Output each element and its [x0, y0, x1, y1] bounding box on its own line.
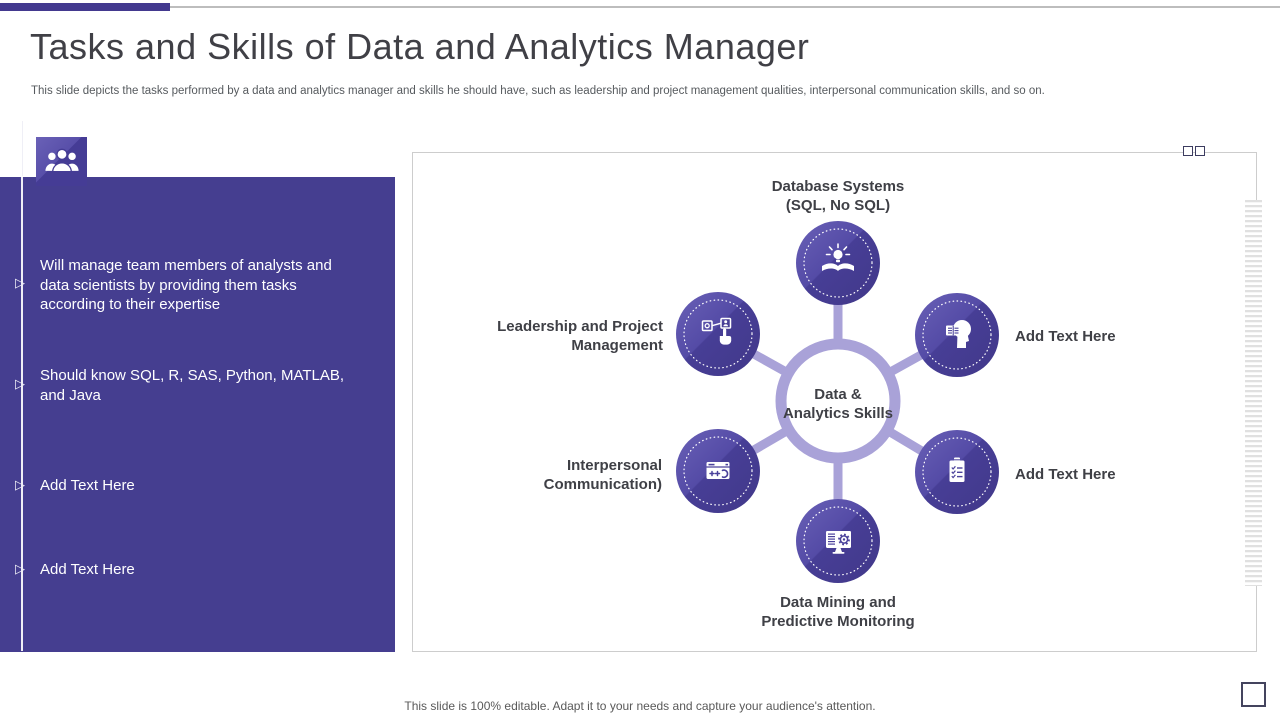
- head-book-icon: [946, 320, 971, 348]
- bullet-arrow-icon: ▷: [15, 376, 25, 391]
- decor-square-1: [1183, 146, 1193, 156]
- page-title: Tasks and Skills of Data and Analytics M…: [30, 26, 810, 67]
- clipboard-check-icon: [949, 457, 965, 482]
- page-subtitle: This slide depicts the tasks performed b…: [31, 85, 1045, 97]
- list-item[interactable]: Will manage team members of analysts and…: [40, 257, 332, 313]
- label-add-text-2[interactable]: Add Text Here: [1015, 466, 1116, 483]
- team-icon: [44, 148, 79, 172]
- node-add-text-1[interactable]: [915, 293, 999, 377]
- label-add-text-1[interactable]: Add Text Here: [1015, 328, 1116, 345]
- idea-book-icon: [822, 243, 854, 271]
- list-item[interactable]: Add Text Here: [40, 561, 135, 578]
- node-leadership[interactable]: [676, 292, 760, 376]
- panel-icon-tile: [36, 137, 87, 186]
- label-data-mining[interactable]: Data Mining and Predictive Monitoring: [761, 594, 915, 630]
- footer-note: This slide is 100% editable. Adapt it to…: [404, 699, 876, 713]
- top-accent-bar: [0, 3, 170, 11]
- node-database-systems[interactable]: [796, 221, 880, 305]
- hub-label: Data & Analytics Skills: [782, 386, 894, 422]
- list-item[interactable]: Should know SQL, R, SAS, Python, MATLAB,…: [40, 367, 345, 404]
- left-text-panel: [0, 177, 395, 652]
- label-database-systems[interactable]: Database Systems (SQL, No SQL): [771, 178, 905, 214]
- monitor-gear-icon: [826, 531, 851, 554]
- bullet-arrow-icon: ▷: [15, 477, 25, 492]
- top-divider-line: [0, 6, 1280, 8]
- bullet-arrow-icon: ▷: [15, 275, 25, 290]
- node-add-text-2[interactable]: [915, 430, 999, 514]
- label-interpersonal[interactable]: Interpersonal Communication): [543, 457, 662, 493]
- node-interpersonal[interactable]: [676, 429, 760, 513]
- footer-decor-square: [1241, 682, 1266, 707]
- list-item[interactable]: Add Text Here: [40, 477, 135, 494]
- decor-square-2: [1195, 146, 1205, 156]
- task-hand-icon: [701, 317, 732, 345]
- hub-circle[interactable]: [775, 338, 901, 464]
- coil-decoration: [1245, 200, 1262, 586]
- chat-window-icon: [706, 462, 730, 479]
- label-leadership[interactable]: Leadership and Project Management: [497, 318, 663, 354]
- panel-vertical-line: [21, 120, 23, 651]
- node-data-mining[interactable]: [796, 499, 880, 583]
- bullet-arrow-icon: ▷: [15, 561, 25, 576]
